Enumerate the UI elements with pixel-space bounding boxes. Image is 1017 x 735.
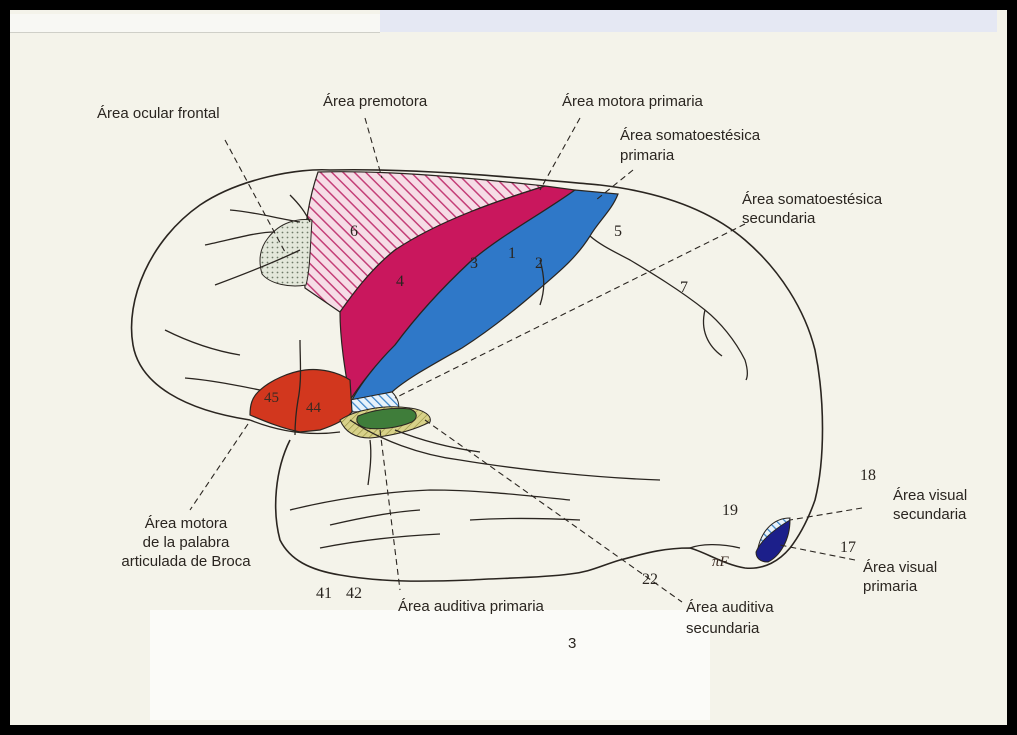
area-number-45: 45 xyxy=(264,390,279,406)
label-auditiva-secundaria-line1: Área auditiva xyxy=(686,599,774,616)
label-auditiva-secundaria-line2: secundaria xyxy=(686,620,760,637)
label-visual-primaria-line1: Área visual xyxy=(863,559,937,576)
area-number-2: 2 xyxy=(535,255,543,272)
area-number-1: 1 xyxy=(508,245,516,262)
label-somato-secundaria-line1: Área somatoestésica xyxy=(742,191,883,208)
label-somato-primaria-line2: primaria xyxy=(620,147,675,164)
sulcus-mark: πF xyxy=(712,554,730,570)
area-number-17: 17 xyxy=(840,539,856,556)
label-ocular-frontal: Área ocular frontal xyxy=(97,105,220,122)
area-number-22: 22 xyxy=(642,571,658,588)
area-number-6: 6 xyxy=(350,223,358,240)
area-number-3: 3 xyxy=(470,255,478,272)
label-auditiva-primaria: Área auditiva primaria xyxy=(398,598,545,615)
area-number-41: 41 xyxy=(316,585,332,602)
area-number-4: 4 xyxy=(396,273,404,290)
area-number-7: 7 xyxy=(680,279,688,296)
label-somato-primaria-line1: Área somatoestésica xyxy=(620,127,761,144)
label-visual-primaria-line2: primaria xyxy=(863,578,918,595)
label-broca-line3: articulada de Broca xyxy=(121,553,251,570)
area-number-19: 19 xyxy=(722,502,738,519)
area-number-5: 5 xyxy=(614,223,622,240)
area-ocular-frontal xyxy=(260,220,312,286)
label-broca-line1: Área motora xyxy=(145,515,228,532)
label-somato-secundaria-line2: secundaria xyxy=(742,210,816,227)
label-visual-secundaria-line2: secundaria xyxy=(893,506,967,523)
label-visual-secundaria-line1: Área visual xyxy=(893,487,967,504)
area-number-42: 42 xyxy=(346,585,362,602)
area-number-44: 44 xyxy=(306,400,322,416)
area-number-18: 18 xyxy=(860,467,876,484)
label-broca-line2: de la palabra xyxy=(143,534,230,551)
label-premotora: Área premotora xyxy=(323,93,428,110)
label-motora-primaria: Área motora primaria xyxy=(562,93,704,110)
page-mark: 3 xyxy=(568,635,576,652)
